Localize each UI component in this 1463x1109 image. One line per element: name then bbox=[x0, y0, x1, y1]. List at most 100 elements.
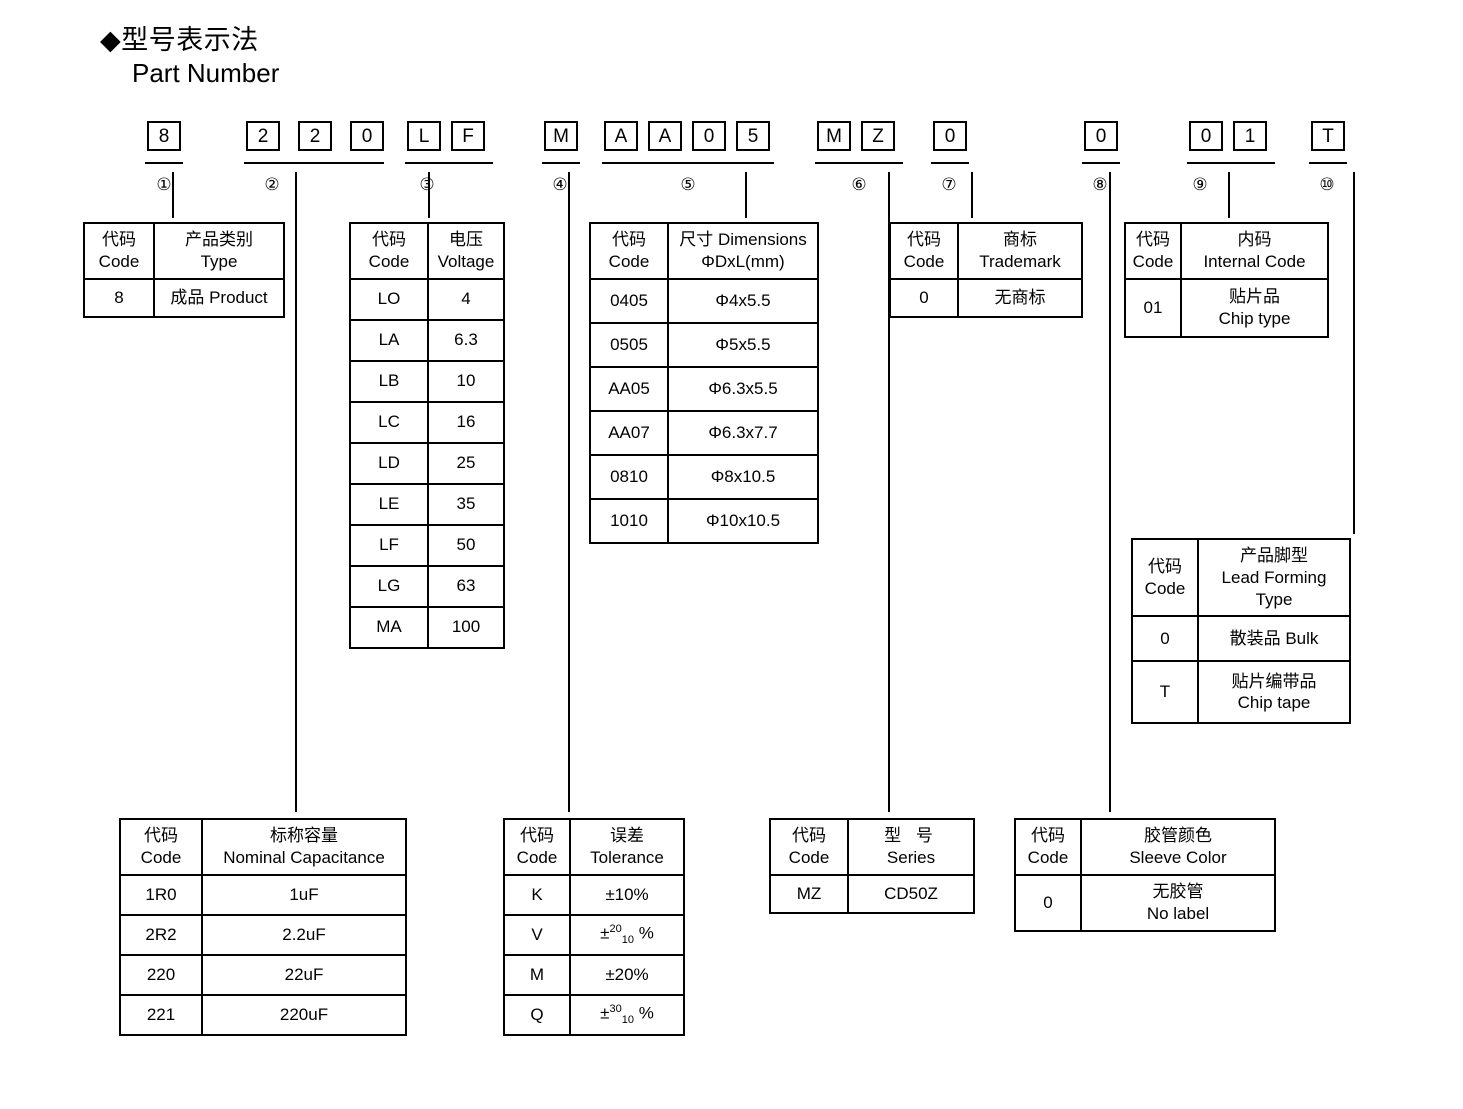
group-underline bbox=[602, 162, 774, 164]
table-series-header-code: 代码 Code bbox=[769, 818, 849, 876]
table-cell-value: 贴片编带品 Chip tape bbox=[1197, 660, 1351, 725]
table-lead-forming-header-code: 代码 Code bbox=[1131, 537, 1199, 618]
page-title-cn: ◆型号表示法 bbox=[100, 25, 259, 55]
connector-line-8 bbox=[1109, 172, 1111, 812]
table-row: K ±10% bbox=[503, 873, 685, 916]
table-row: 0 无胶管 No label bbox=[1014, 873, 1276, 932]
table-sleeve-color-header-value: 胶管颜色 Sleeve Color bbox=[1080, 818, 1276, 876]
code-char-box: M bbox=[544, 121, 578, 151]
code-char-box: 2 bbox=[298, 121, 332, 151]
group-marker-3: ③ bbox=[419, 175, 435, 194]
code-char-box: 0 bbox=[692, 121, 726, 151]
table-row: M ±20% bbox=[503, 953, 685, 996]
group-underline bbox=[145, 162, 183, 164]
table-type-header-value: 产品类别 Type bbox=[153, 222, 285, 280]
group-marker-7: ⑦ bbox=[941, 175, 957, 194]
group-underline bbox=[542, 162, 580, 164]
table-capacitance-header-code: 代码 Code bbox=[119, 818, 203, 876]
code-char-box: 0 bbox=[1084, 121, 1118, 151]
page-title-en: Part Number bbox=[132, 58, 280, 88]
group-underline bbox=[244, 162, 384, 164]
table-dimensions-header-value: 尺寸 Dimensions ΦDxL(mm) bbox=[667, 222, 819, 280]
code-char-box: 0 bbox=[1189, 121, 1223, 151]
connector-line-10 bbox=[1353, 172, 1355, 534]
table-internal-code-header-code: 代码 Code bbox=[1124, 222, 1182, 280]
table-sleeve-color: 代码 Code 胶管颜色 Sleeve Color 0 无胶管 No label bbox=[1014, 818, 1276, 932]
table-capacitance-header-value: 标称容量 Nominal Capacitance bbox=[201, 818, 407, 876]
connector-line-7 bbox=[971, 172, 973, 218]
table-tolerance-header-value: 误差 Tolerance bbox=[569, 818, 685, 876]
group-underline bbox=[931, 162, 969, 164]
table-row: Q ±3010 % bbox=[503, 993, 685, 1036]
group-marker-5: ⑤ bbox=[680, 175, 696, 194]
group-underline bbox=[1082, 162, 1120, 164]
table-series-header-value: 型 号 Series bbox=[847, 818, 975, 876]
table-type: 代码 Code 产品类别 Type 8 成品 Product bbox=[83, 222, 285, 318]
code-char-box: L bbox=[407, 121, 441, 151]
group-marker-4: ④ bbox=[552, 175, 568, 194]
group-underline bbox=[405, 162, 493, 164]
connector-line-9 bbox=[1228, 172, 1230, 218]
group-marker-9: ⑨ bbox=[1192, 175, 1208, 194]
group-marker-10: ⑩ bbox=[1319, 175, 1335, 194]
code-char-box: 1 bbox=[1233, 121, 1267, 151]
code-char-box: 5 bbox=[736, 121, 770, 151]
table-voltage-header-value: 电压 Voltage bbox=[427, 222, 505, 280]
group-underline bbox=[1187, 162, 1275, 164]
code-char-box: M bbox=[817, 121, 851, 151]
code-char-box: A bbox=[648, 121, 682, 151]
table-trademark: 代码 Code 商标 Trademark 0 无商标 bbox=[889, 222, 1083, 318]
table-internal-code: 代码 Code 内码 Internal Code 01 贴片品 Chip typ… bbox=[1124, 222, 1329, 338]
code-char-box: F bbox=[451, 121, 485, 151]
table-cell-tolerance-range: ±2010 % bbox=[569, 913, 685, 956]
code-char-box: T bbox=[1311, 121, 1345, 151]
code-char-box: 0 bbox=[350, 121, 384, 151]
code-char-box: 2 bbox=[246, 121, 280, 151]
group-underline bbox=[815, 162, 903, 164]
table-trademark-header-value: 商标 Trademark bbox=[957, 222, 1083, 280]
table-lead-forming: 代码 Code 产品脚型 Lead Forming Type 0 散装品 Bul… bbox=[1131, 537, 1351, 725]
table-voltage-header-code: 代码 Code bbox=[349, 222, 429, 280]
table-row: 0 无商标 bbox=[889, 277, 1083, 318]
table-sleeve-color-header-code: 代码 Code bbox=[1014, 818, 1082, 876]
table-dimensions-header-code: 代码 Code bbox=[589, 222, 669, 280]
connector-line-4 bbox=[568, 172, 570, 812]
code-char-box: A bbox=[604, 121, 638, 151]
code-char-box: Z bbox=[861, 121, 895, 151]
connector-line-6 bbox=[888, 172, 890, 812]
table-row: T 贴片编带品 Chip tape bbox=[1131, 660, 1351, 725]
table-tolerance: 代码 Code 误差 Tolerance K ±10% V ±2010 % M … bbox=[503, 818, 685, 1036]
connector-line-2 bbox=[295, 172, 297, 812]
group-marker-8: ⑧ bbox=[1092, 175, 1108, 194]
table-row: 8 成品 Product bbox=[83, 277, 285, 318]
table-row: 0 散装品 Bulk bbox=[1131, 615, 1351, 663]
connector-line-1 bbox=[172, 172, 174, 218]
group-marker-6: ⑥ bbox=[851, 175, 867, 194]
code-char-box: 8 bbox=[147, 121, 181, 151]
table-lead-forming-header-value: 产品脚型 Lead Forming Type bbox=[1197, 537, 1351, 618]
group-underline bbox=[1309, 162, 1347, 164]
group-marker-2: ② bbox=[264, 175, 280, 194]
table-row: V ±2010 % bbox=[503, 913, 685, 956]
connector-line-3 bbox=[428, 172, 430, 218]
table-row: MZ CD50Z bbox=[769, 873, 975, 914]
table-internal-code-header-value: 内码 Internal Code bbox=[1180, 222, 1329, 280]
table-cell-value: 贴片品 Chip type bbox=[1180, 277, 1329, 338]
table-cell-tolerance-range: ±3010 % bbox=[569, 993, 685, 1036]
